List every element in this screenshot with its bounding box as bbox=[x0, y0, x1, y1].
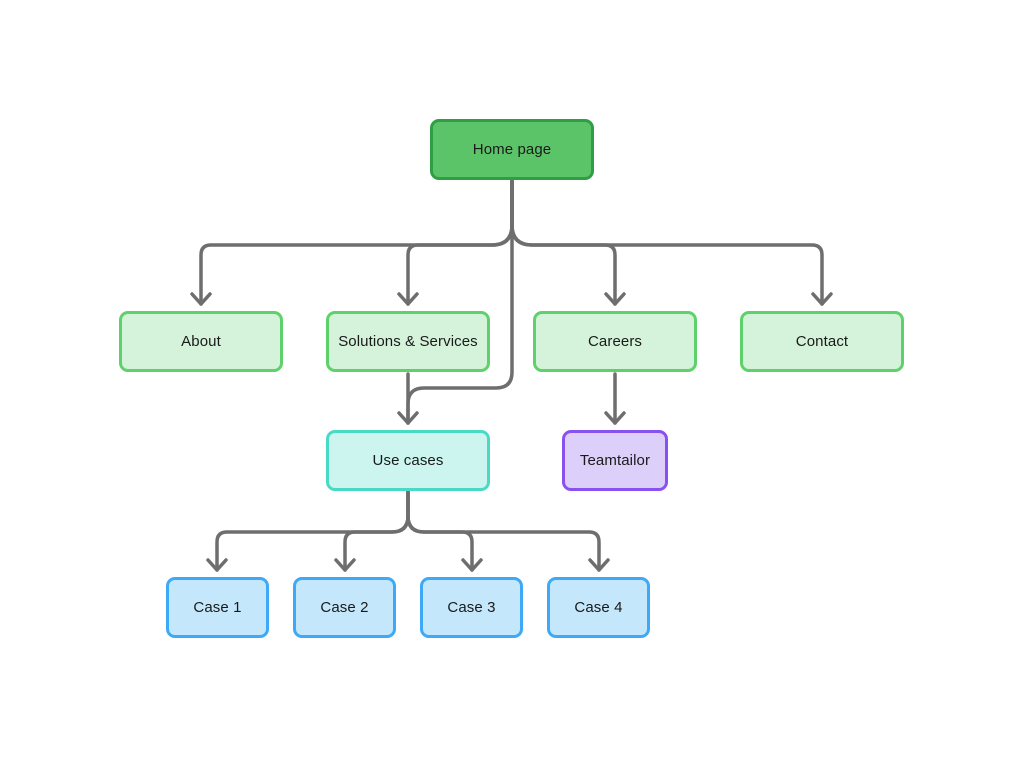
node-careers-label: Careers bbox=[587, 333, 643, 350]
node-contact[interactable]: Contact bbox=[740, 311, 904, 372]
arrowhead-icon bbox=[190, 292, 212, 306]
arrowhead-icon bbox=[811, 292, 833, 306]
arrowhead-icon bbox=[461, 558, 483, 572]
node-case-1[interactable]: Case 1 bbox=[166, 577, 269, 638]
arrowhead-icon bbox=[604, 292, 626, 306]
arrowhead-icon bbox=[334, 558, 356, 572]
node-about[interactable]: About bbox=[119, 311, 283, 372]
node-home-page[interactable]: Home page bbox=[430, 119, 594, 180]
node-careers[interactable]: Careers bbox=[533, 311, 697, 372]
node-solutions-services-label: Solutions & Services bbox=[338, 333, 478, 350]
arrowhead-icon bbox=[206, 558, 228, 572]
arrowhead-icon bbox=[604, 411, 626, 425]
node-contact-label: Contact bbox=[795, 333, 849, 350]
node-case-4[interactable]: Case 4 bbox=[547, 577, 650, 638]
node-case-2[interactable]: Case 2 bbox=[293, 577, 396, 638]
node-case-4-label: Case 4 bbox=[574, 599, 623, 616]
arrowhead-icon bbox=[397, 292, 419, 306]
edge-usecases-case4 bbox=[406, 490, 610, 572]
arrowhead-icon bbox=[397, 411, 419, 425]
edge-home-solutions bbox=[397, 179, 514, 306]
node-teamtailor-label: Teamtailor bbox=[579, 452, 651, 469]
edge-home-usecases bbox=[406, 179, 514, 425]
node-case-3-label: Case 3 bbox=[447, 599, 496, 616]
edge-home-contact bbox=[510, 179, 833, 306]
edge-home-about bbox=[190, 179, 514, 306]
node-use-cases[interactable]: Use cases bbox=[326, 430, 490, 491]
arrowhead-icon bbox=[588, 558, 610, 572]
node-home-page-label: Home page bbox=[472, 141, 552, 158]
node-case-1-label: Case 1 bbox=[193, 599, 242, 616]
edge-solutions-usecases bbox=[397, 372, 419, 425]
node-solutions-services[interactable]: Solutions & Services bbox=[326, 311, 490, 372]
edge-careers-teamtailor bbox=[604, 372, 626, 425]
node-case-2-label: Case 2 bbox=[320, 599, 369, 616]
node-case-3[interactable]: Case 3 bbox=[420, 577, 523, 638]
node-teamtailor[interactable]: Teamtailor bbox=[562, 430, 668, 491]
edge-home-careers bbox=[510, 179, 626, 306]
node-use-cases-label: Use cases bbox=[372, 452, 444, 469]
node-about-label: About bbox=[181, 333, 221, 350]
